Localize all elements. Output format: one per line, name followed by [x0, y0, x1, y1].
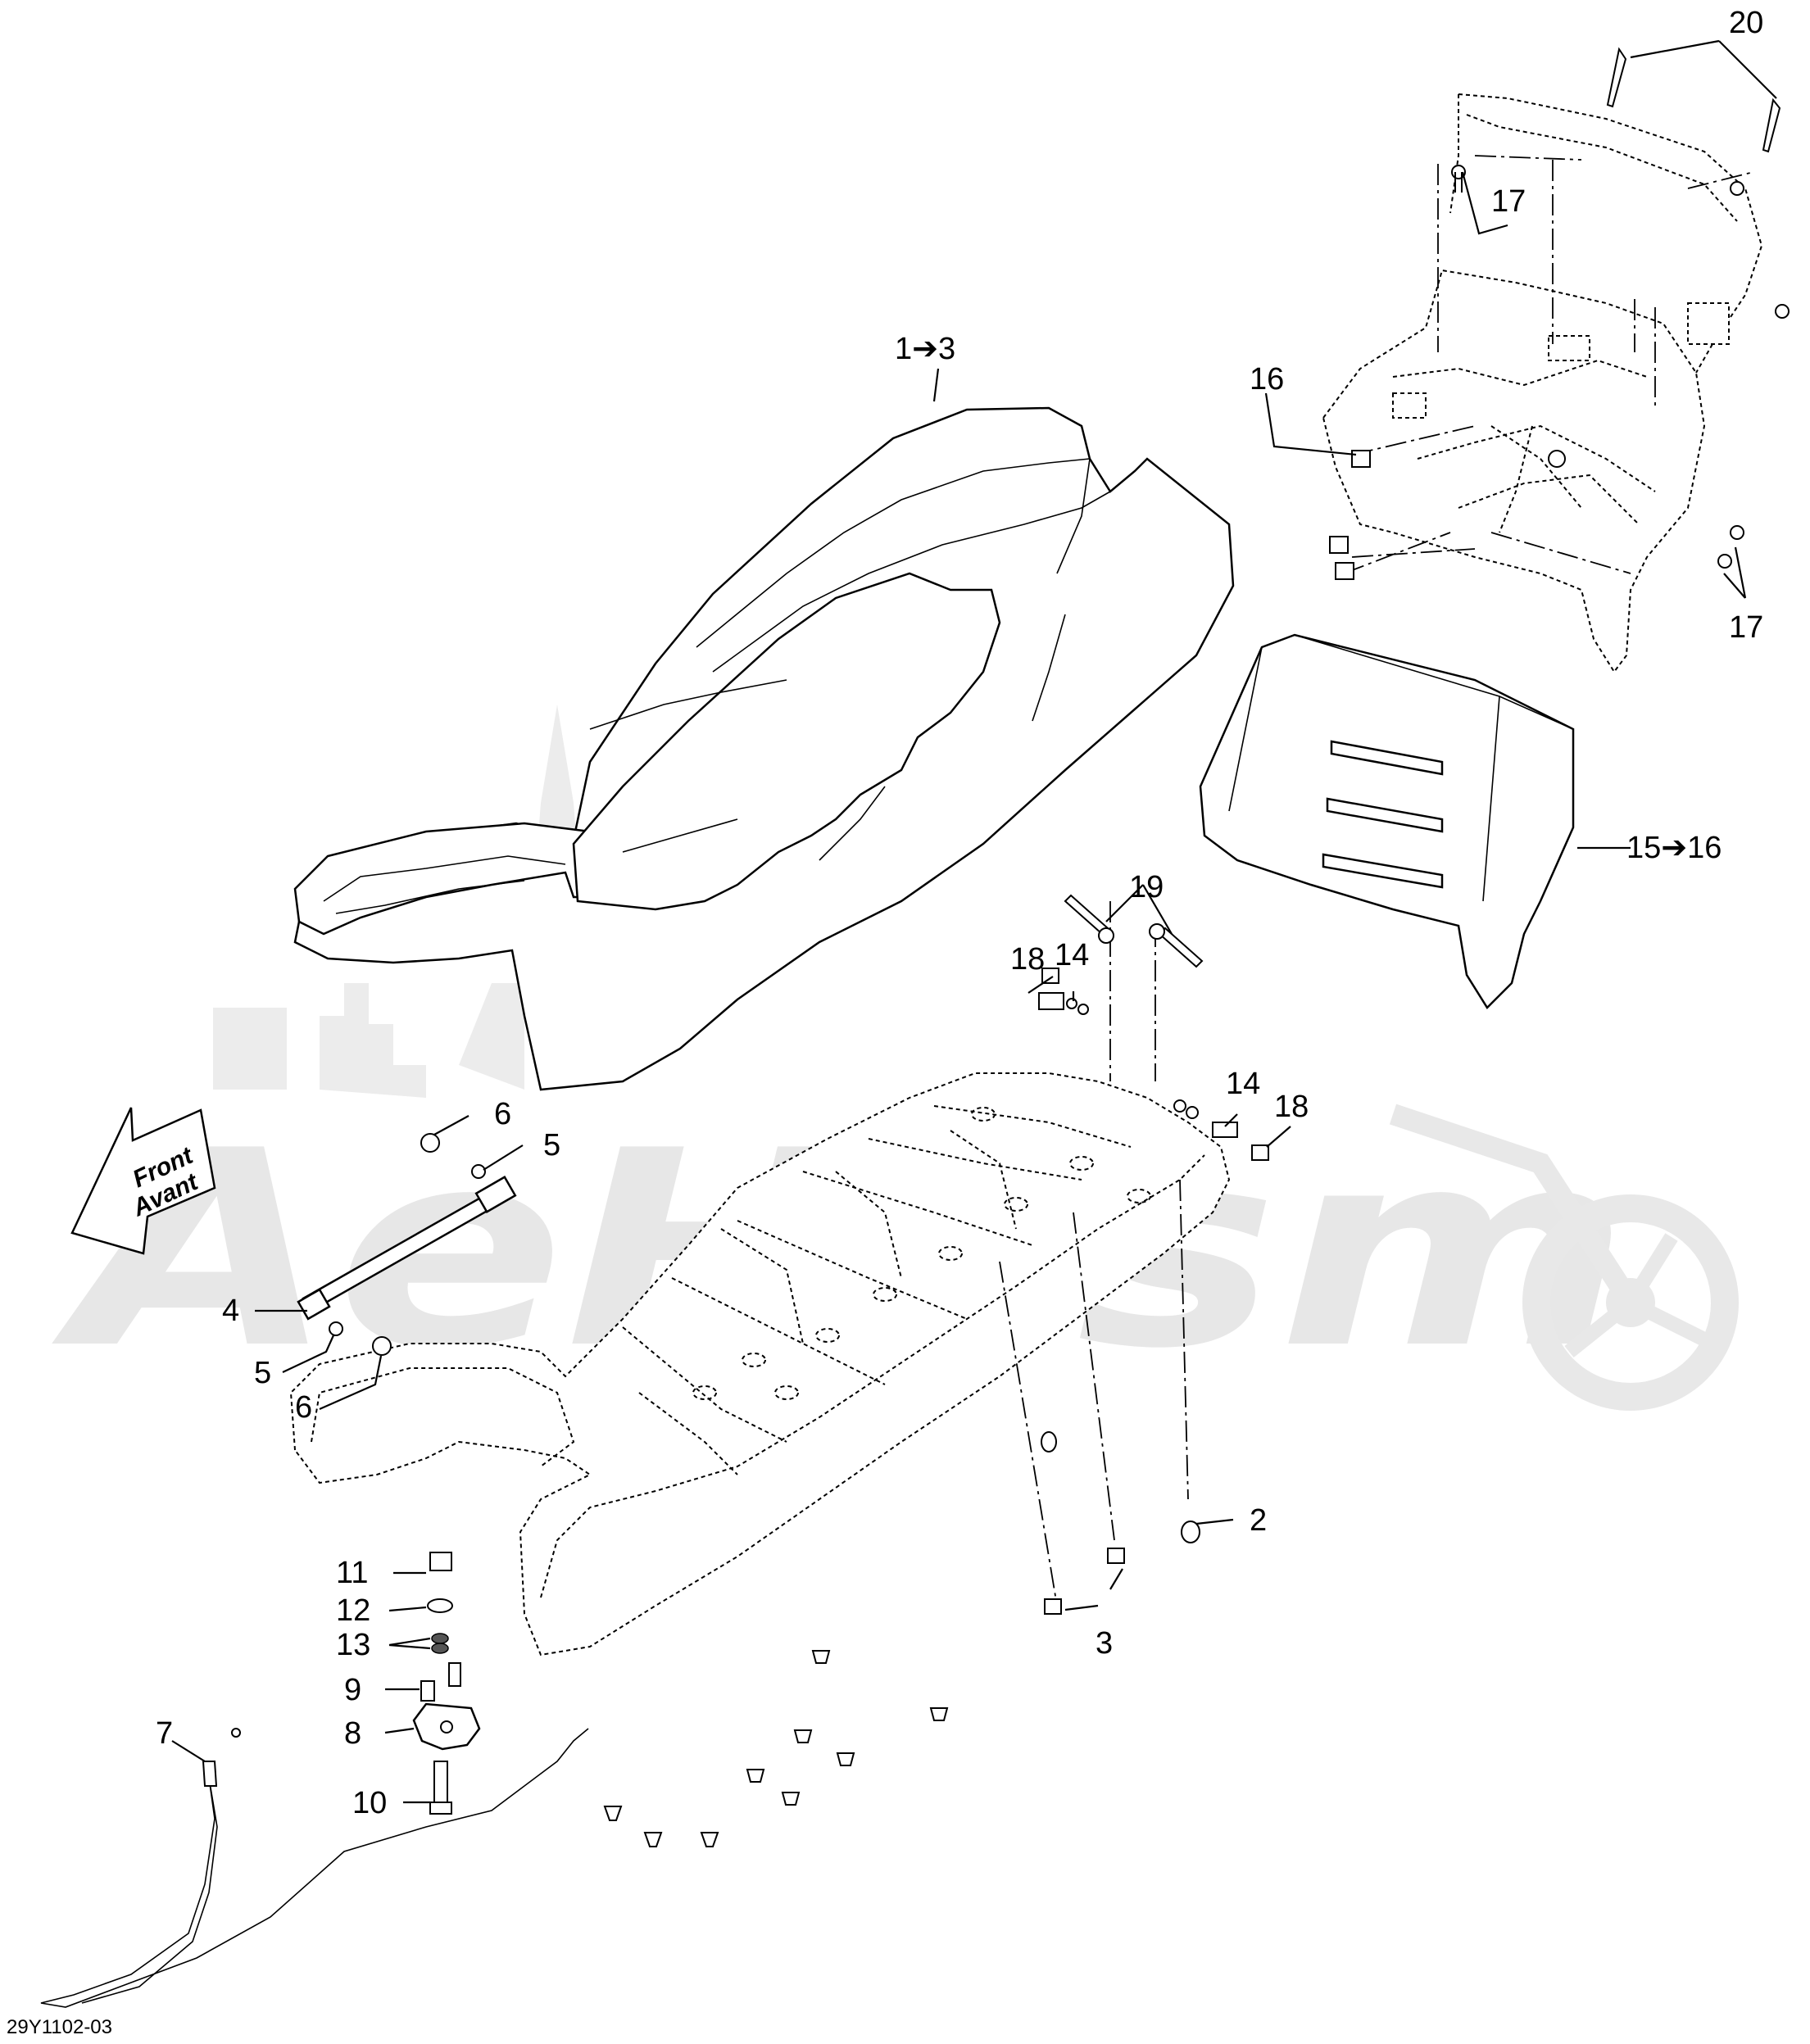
callout-6-bottom: 6 — [295, 1390, 312, 1425]
figure-id: 29Y1102-03 — [7, 2016, 112, 2038]
bracket-nut-16 — [1351, 450, 1371, 468]
cable-line — [40, 1728, 589, 2008]
spacer-14b — [1212, 1122, 1238, 1138]
callout-16: 16 — [1250, 362, 1284, 397]
callout-18-left: 18 — [1010, 942, 1045, 977]
callout-5-bottom: 5 — [254, 1356, 271, 1390]
strut-end-top — [474, 1176, 517, 1213]
callout-11: 11 — [336, 1556, 368, 1590]
seat-rider-cushion — [572, 572, 1001, 911]
strut-stud-5-top — [471, 1164, 486, 1179]
bracket-grommet — [1548, 450, 1566, 468]
bolt-19b — [1158, 927, 1204, 968]
bracket-nut-16c — [1335, 562, 1354, 580]
seat-base-outline — [289, 1072, 1231, 1657]
spacer-14b-washer — [1173, 1099, 1186, 1113]
callout-14-left: 14 — [1055, 938, 1089, 972]
latch-washer-13a — [431, 1633, 449, 1644]
seat-passenger-cushion — [696, 458, 1111, 673]
spacer-14a — [1038, 992, 1064, 1010]
callout-12: 12 — [336, 1593, 370, 1628]
bracket-nut-16b — [1329, 536, 1349, 554]
latch-nut-11 — [429, 1552, 452, 1571]
seat-base-ribs — [622, 1105, 1132, 1443]
backrest — [1199, 633, 1575, 1009]
bracket-nut-right — [1730, 181, 1744, 196]
bumpers — [603, 1650, 949, 1847]
bracket-tab — [1548, 335, 1590, 361]
seat-side-crease — [1032, 458, 1091, 722]
nut-18a — [1041, 968, 1059, 984]
seat-base-centerline — [999, 901, 1189, 1607]
callout-2: 2 — [1250, 1503, 1267, 1538]
grommet-2a — [1041, 1431, 1057, 1453]
leader-lines — [171, 39, 1777, 1804]
bracket-tab-left — [1392, 392, 1427, 419]
front-arrow-shape — [70, 1107, 216, 1255]
bracket-inner-frame — [1392, 359, 1656, 525]
callout-5-top: 5 — [543, 1128, 560, 1162]
callout-13: 13 — [336, 1628, 370, 1662]
strut-stud-5-bottom — [329, 1321, 343, 1336]
latch-bolt-10-head — [429, 1802, 452, 1815]
strut-nut-6-bottom — [372, 1336, 392, 1356]
latch-washer-12 — [427, 1598, 453, 1613]
nut-3b — [1044, 1598, 1062, 1615]
callouts: 1➔3 2 3 4 5 5 6 6 7 8 9 10 11 12 13 14 1… — [156, 6, 1763, 1820]
callout-15-to-16: 15➔16 — [1626, 831, 1722, 865]
bracket-screw-20b — [1762, 97, 1781, 153]
bracket-hardware — [1329, 47, 1790, 580]
callout-10: 10 — [352, 1786, 387, 1820]
release-cable — [40, 1728, 589, 2008]
bracket-bolt-17a — [1730, 525, 1744, 540]
seat-base-hardware — [603, 894, 1269, 1847]
nut-18b — [1251, 1144, 1269, 1161]
callout-1-to-3: 1➔3 — [895, 332, 955, 366]
seat-handle-recess — [323, 855, 566, 914]
backrest-bracket-assembly — [1322, 93, 1763, 673]
latch-bolt-9b — [448, 1662, 461, 1687]
callout-14-right: 14 — [1226, 1067, 1260, 1101]
callout-19: 19 — [1129, 870, 1164, 904]
bracket-bolt-17b — [1717, 554, 1732, 569]
latch-washer-13b — [431, 1643, 449, 1654]
callout-20: 20 — [1729, 6, 1763, 40]
callout-8: 8 — [344, 1716, 361, 1751]
latch-bolt-9 — [420, 1680, 435, 1702]
latch-assembly — [412, 1552, 481, 1815]
bracket-tab-right — [1687, 302, 1730, 345]
bracket-housing — [1322, 269, 1706, 673]
callout-3: 3 — [1096, 1626, 1113, 1661]
bolt-19a — [1064, 894, 1109, 936]
callout-4: 4 — [222, 1294, 239, 1328]
callout-6-top: 6 — [494, 1097, 511, 1131]
seat-base-holes — [692, 1107, 1151, 1400]
grommet-2 — [1181, 1521, 1200, 1543]
watermark-motorcycle — [1389, 1104, 1739, 1411]
strut-nut-6-top — [420, 1133, 440, 1153]
callout-7: 7 — [156, 1716, 173, 1751]
callout-17-top: 17 — [1491, 184, 1526, 219]
nut-3a — [1107, 1548, 1125, 1564]
cable-pin — [231, 1728, 241, 1738]
bracket-nut-right2 — [1775, 304, 1790, 319]
backrest-grille — [1322, 740, 1444, 889]
seat-groove — [589, 679, 886, 861]
seat-assembly — [293, 406, 1235, 1091]
cable-end — [202, 1761, 218, 1787]
callout-18-right: 18 — [1274, 1090, 1309, 1124]
seat-base — [289, 901, 1231, 1657]
callout-17-bottom: 17 — [1729, 610, 1763, 645]
callout-9: 9 — [344, 1673, 361, 1707]
bracket-screw-20a — [1606, 47, 1627, 108]
backrest-edge — [1228, 634, 1574, 902]
seat-base-inner-rim — [311, 1154, 1205, 1598]
